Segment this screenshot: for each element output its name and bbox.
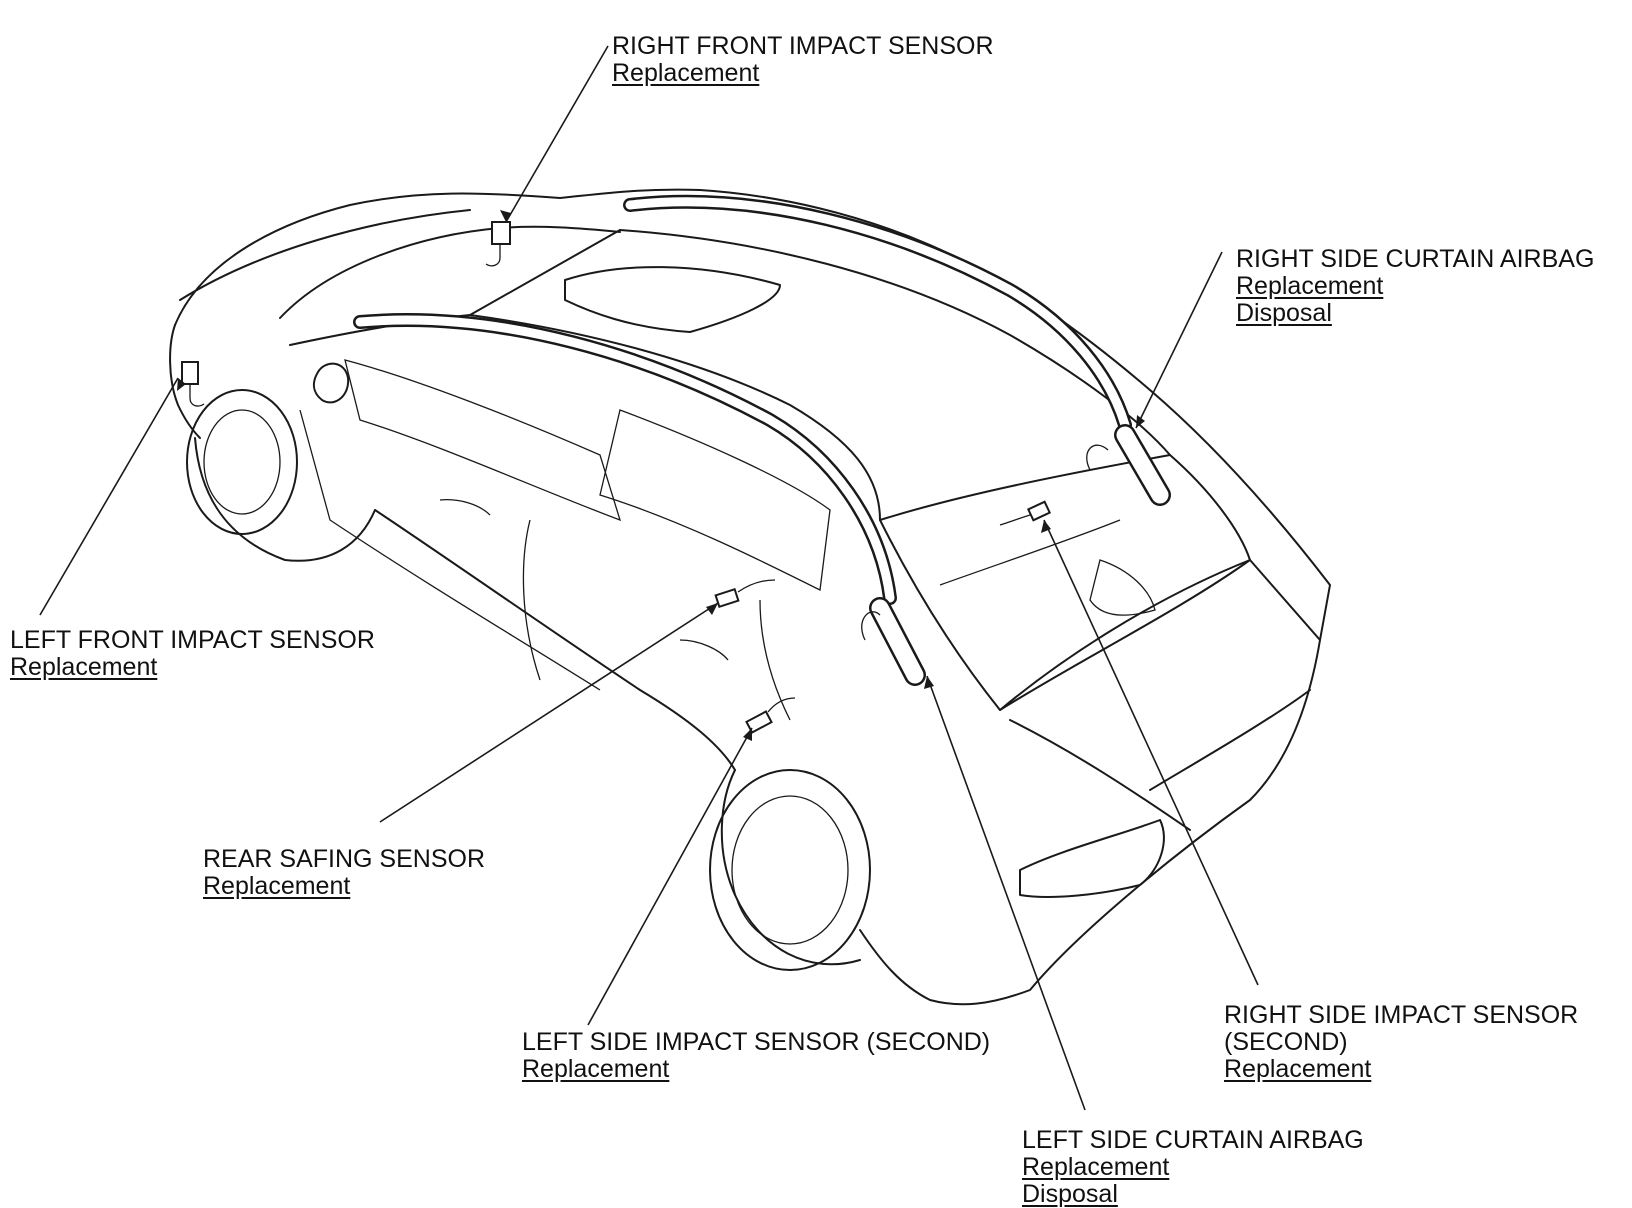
left-front-impact-sensor-part: [181, 361, 205, 407]
disposal-link[interactable]: Disposal: [1022, 1180, 1118, 1208]
right-side-impact-sensor-second-part: [999, 500, 1052, 526]
disposal-link[interactable]: Disposal: [1236, 299, 1332, 327]
replacement-link[interactable]: Replacement: [1236, 272, 1384, 300]
callout-title: LEFT FRONT IMPACT SENSOR: [10, 626, 375, 654]
callout-title-line-2: (SECOND): [1224, 1028, 1348, 1056]
callout-rear-safing-sensor: REAR SAFING SENSOR Replacement: [203, 846, 485, 900]
callout-title: RIGHT SIDE CURTAIN AIRBAG: [1236, 245, 1595, 273]
callout-left-side-impact-sensor-second: LEFT SIDE IMPACT SENSOR (SECOND) Replace…: [522, 1029, 990, 1083]
replacement-link[interactable]: Replacement: [1022, 1153, 1170, 1181]
leader-left-side-impact-sensor-second: [587, 727, 753, 1026]
replacement-link[interactable]: Replacement: [1224, 1055, 1372, 1083]
car-body: [169, 188, 1331, 1006]
rear-safing-sensor-part: [714, 579, 776, 609]
callout-right-side-curtain-airbag: RIGHT SIDE CURTAIN AIRBAG Replacement Di…: [1236, 246, 1594, 327]
callout-left-front-impact-sensor: LEFT FRONT IMPACT SENSOR Replacement: [10, 627, 375, 681]
callout-right-front-impact-sensor: RIGHT FRONT IMPACT SENSOR Replacement: [612, 33, 994, 87]
leader-right-front-impact-sensor: [505, 45, 609, 223]
leader-lines: [39, 45, 1259, 1111]
leader-right-side-impact-sensor-second: [1043, 519, 1259, 986]
replacement-link[interactable]: Replacement: [522, 1055, 670, 1083]
callout-title: LEFT SIDE CURTAIN AIRBAG: [1022, 1126, 1364, 1154]
leader-left-side-curtain-airbag: [926, 675, 1086, 1111]
replacement-link[interactable]: Replacement: [612, 59, 760, 87]
callout-title: LEFT SIDE IMPACT SENSOR (SECOND): [522, 1028, 991, 1056]
replacement-link[interactable]: Replacement: [10, 653, 158, 681]
leader-rear-safing-sensor: [379, 602, 719, 823]
leader-right-side-curtain-airbag: [1135, 251, 1223, 429]
callout-right-side-impact-sensor-second: RIGHT SIDE IMPACT SENSOR (SECOND) Replac…: [1224, 1002, 1578, 1083]
callout-left-side-curtain-airbag: LEFT SIDE CURTAIN AIRBAG Replacement Dis…: [1022, 1127, 1364, 1208]
callout-title: RIGHT FRONT IMPACT SENSOR: [612, 32, 994, 60]
right-front-impact-sensor-part: [485, 221, 511, 267]
callout-title: REAR SAFING SENSOR: [203, 845, 485, 873]
right-curtain-airbag-module: [623, 194, 1171, 506]
callout-title-line-1: RIGHT SIDE IMPACT SENSOR: [1224, 1001, 1579, 1029]
replacement-link[interactable]: Replacement: [203, 872, 351, 900]
left-curtain-airbag-module: [353, 313, 926, 686]
leader-left-front-impact-sensor: [39, 377, 179, 616]
left-side-impact-sensor-second-part: [745, 697, 796, 734]
